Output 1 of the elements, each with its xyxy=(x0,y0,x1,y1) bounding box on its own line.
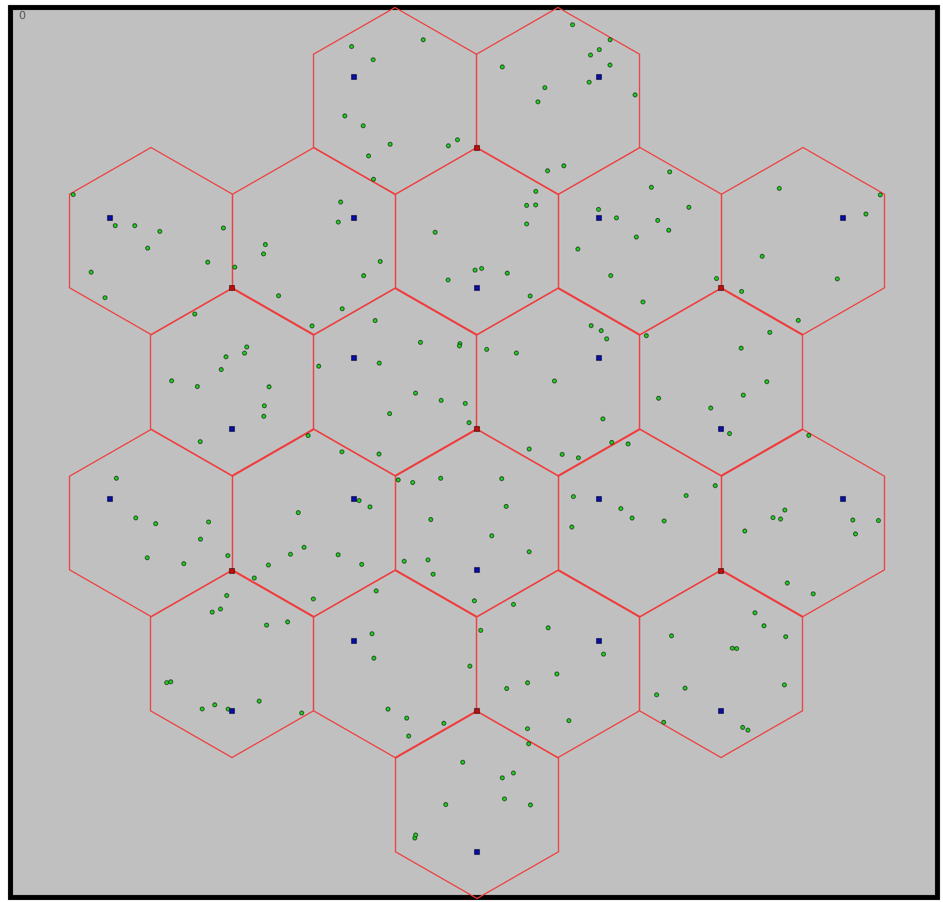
frame-number: 0 xyxy=(19,9,26,22)
